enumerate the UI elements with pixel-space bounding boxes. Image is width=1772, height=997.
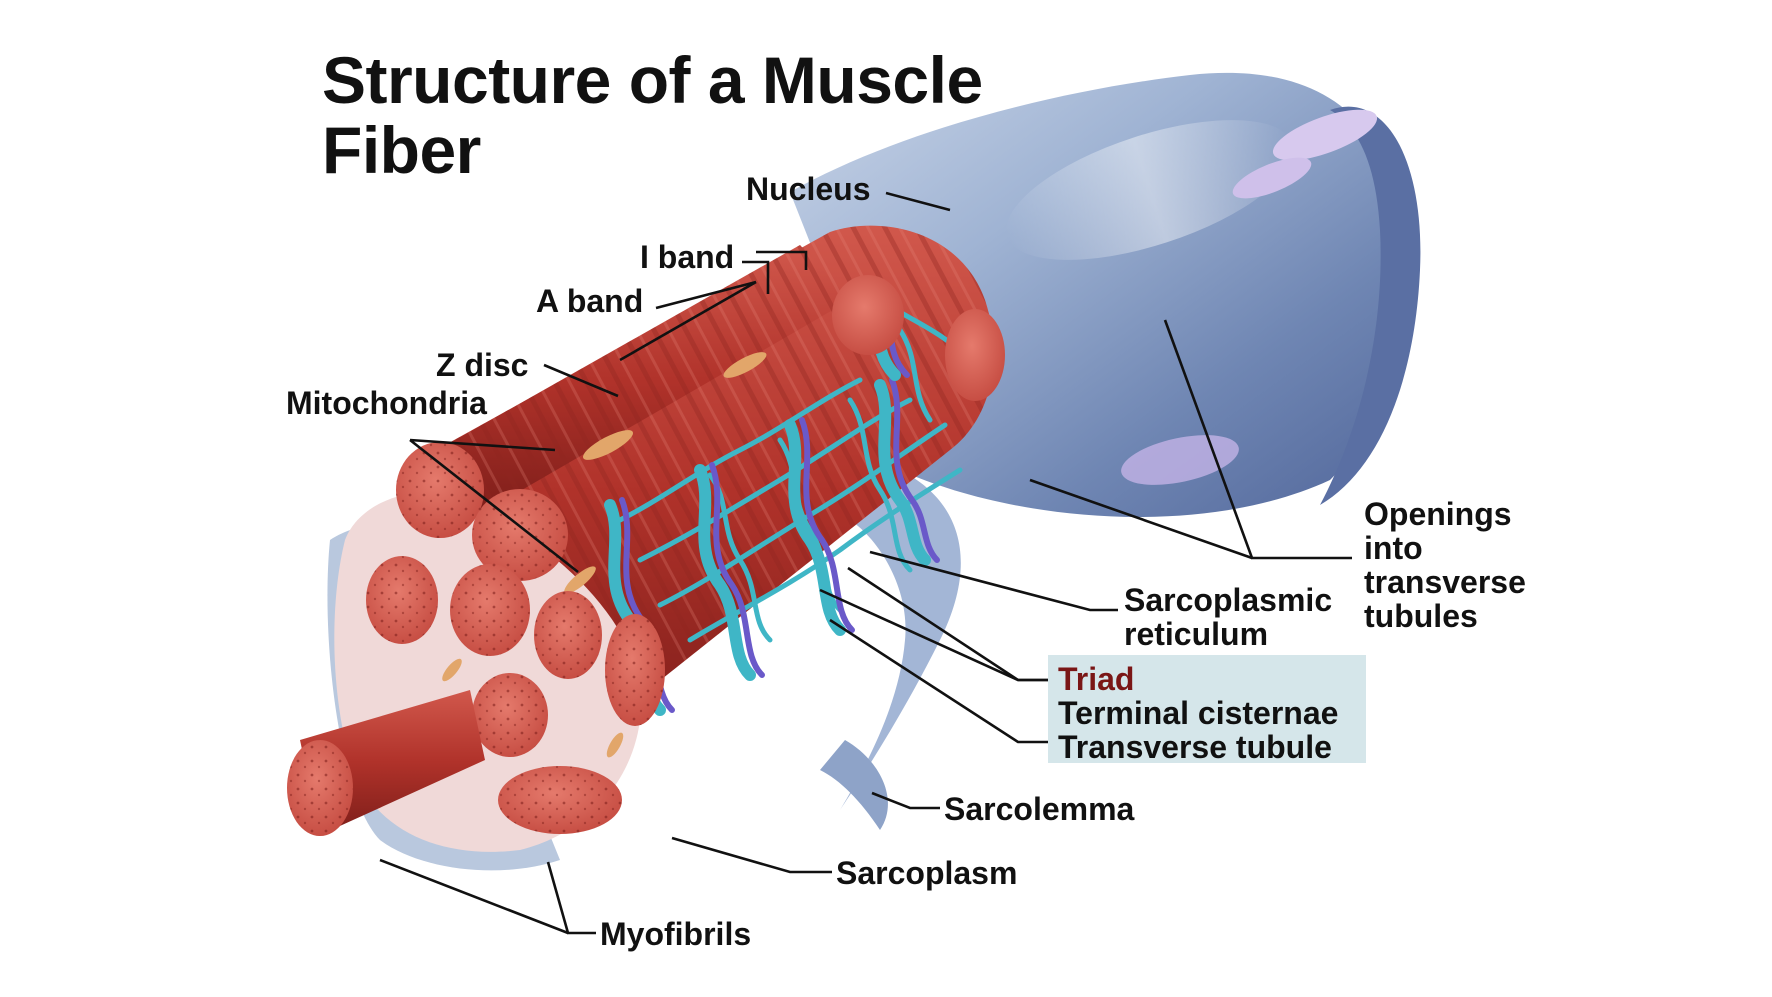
label-triad: Triad	[1058, 661, 1134, 697]
openings-leader-2	[1029, 478, 1253, 560]
myofibril-cylinders	[396, 245, 1005, 594]
triad-box-background	[1048, 655, 1366, 763]
nucleus-leader	[885, 191, 951, 212]
triad-legend-box: Triad Terminal cisternae Transverse tubu…	[1048, 655, 1366, 765]
label-nucleus: Nucleus	[746, 171, 870, 207]
label-sarcoplasmic-reticulum: Sarcoplasmic reticulum	[1124, 582, 1332, 652]
myofibrils-leader-1	[546, 861, 596, 935]
label-sarcoplasm: Sarcoplasm	[836, 855, 1017, 891]
label-terminal-cisternae: Terminal cisternae	[1058, 695, 1338, 731]
leader-lines	[379, 191, 1352, 935]
myofibril-cross-sections	[366, 556, 665, 834]
i-band-leader	[742, 260, 770, 294]
label-openings-line-2: into	[1364, 530, 1423, 566]
label-transverse-tubule: Transverse tubule	[1058, 729, 1332, 765]
title-line-1: Structure of a Muscle	[322, 43, 983, 117]
label-openings-line-4: tubules	[1364, 598, 1478, 634]
z-disc-leader	[543, 363, 619, 398]
label-mitochondria: Mitochondria	[286, 385, 487, 421]
a-band-leader	[655, 280, 757, 310]
protruding-myofibril	[287, 690, 485, 836]
title-line-2: Fiber	[322, 113, 481, 187]
label-sr-line-2: reticulum	[1124, 616, 1268, 652]
myofibrils-leader-2	[379, 858, 569, 935]
a-band-bracket	[619, 280, 757, 362]
label-i-band: I band	[640, 239, 734, 275]
mitochondria-leader-1	[409, 438, 556, 452]
label-openings-line-1: Openings	[1364, 496, 1512, 532]
sarcolemma-leader	[871, 791, 940, 810]
sr-leader	[869, 550, 1118, 612]
sarcoplasm-leader	[671, 836, 832, 874]
label-sarcolemma: Sarcolemma	[944, 791, 1135, 827]
label-z-disc: Z disc	[436, 347, 528, 383]
label-openings-line-3: transverse	[1364, 564, 1526, 600]
label-myofibrils: Myofibrils	[600, 916, 751, 952]
label-sr-line-1: Sarcoplasmic	[1124, 582, 1332, 618]
mitochondria-leader-2	[409, 438, 579, 574]
triad-leader-2	[819, 588, 1048, 682]
label-a-band: A band	[536, 283, 643, 319]
i-band-bracket	[756, 250, 808, 270]
transverse-tubule-leader	[829, 618, 1048, 744]
label-openings: Openings into transverse tubules	[1364, 496, 1526, 634]
